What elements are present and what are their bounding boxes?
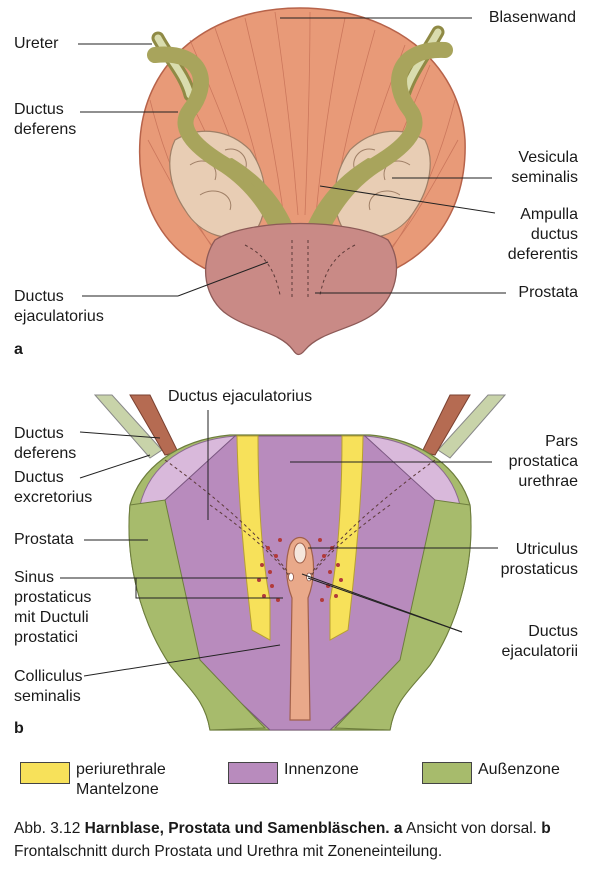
label-ductus-ejaculatorii: Ductus ejaculatorii — [501, 623, 578, 660]
label-pars-prostatica: Pars prostatica urethrae — [508, 433, 578, 490]
caption-part-a-text: Ansicht von dorsal. — [406, 820, 537, 837]
label-ductus-excretorius: Ductus excretorius — [14, 469, 93, 506]
ductus-deferens-left — [147, 46, 293, 248]
panel-a-leaders — [78, 17, 506, 297]
panel-letter-a: a — [14, 341, 23, 358]
label-ampulla: Ampulla ductus deferentis — [507, 206, 578, 263]
utriculus-prostaticus — [293, 542, 307, 564]
label-prostata-a: Prostata — [518, 284, 578, 301]
label-colliculus: Colliculus seminalis — [14, 668, 83, 705]
caption-part-a-letter: a — [393, 820, 403, 837]
panel-a-illustration — [138, 7, 466, 356]
label-ductus-deferens-a: Ductus deferens — [14, 101, 77, 138]
mantelzone-left — [236, 435, 271, 641]
legend-label-aussenzone: Außenzone — [478, 761, 560, 778]
panel-letter-b: b — [14, 720, 24, 737]
caption-prefix: Abb. 3.12 — [14, 820, 81, 837]
caption-part-b-text: Frontalschnitt durch Prostata und Urethr… — [14, 843, 443, 860]
aussenzone-right — [333, 499, 472, 731]
legend-swatch-aussenzone — [422, 762, 472, 784]
caption-title: Harnblase, Prostata und Samenbläschen. — [84, 820, 390, 837]
prostata-a — [204, 222, 398, 356]
legend-swatch-mantelzone — [20, 762, 70, 784]
caption-part-b-letter: b — [541, 820, 551, 837]
label-ureter-a: Ureter — [14, 35, 59, 52]
ductuli-prostatici-dots — [257, 538, 343, 602]
aussenzone-left — [128, 499, 267, 731]
label-ductus-ejaculatorius-a: Ductus ejaculatorius — [14, 288, 104, 325]
label-ductus-ejaculatorius-b: Ductus ejaculatorius — [168, 388, 313, 405]
label-sinus-prostaticus: Sinus prostaticus mit Ductuli prostatici — [14, 569, 92, 646]
label-utriculus: Utriculus prostaticus — [500, 541, 578, 578]
ductus-openings — [288, 572, 312, 582]
legend-label-innenzone: Innenzone — [284, 761, 359, 778]
colliculus-seminalis — [285, 536, 315, 721]
ductus-deferens-right — [307, 41, 453, 248]
legend-swatch-innenzone — [228, 762, 278, 784]
panel-b-illustration — [93, 394, 507, 731]
panel-b-leaders — [60, 410, 498, 677]
label-blasenwand: Blasenwand — [488, 9, 576, 26]
ejaculatory-duct-lines — [244, 240, 356, 298]
label-prostata-b: Prostata — [14, 531, 74, 548]
ductus-ejaculatorii-lines — [164, 459, 436, 581]
figure-caption: Abb. 3.12 Harnblase, Prostata und Samenb… — [14, 817, 594, 863]
legend-label-mantelzone: periurethrale Mantelzone — [76, 761, 166, 798]
label-ductus-deferens-b: Ductus deferens — [14, 425, 77, 462]
label-vesicula-seminalis: Vesicula seminalis — [511, 149, 578, 186]
